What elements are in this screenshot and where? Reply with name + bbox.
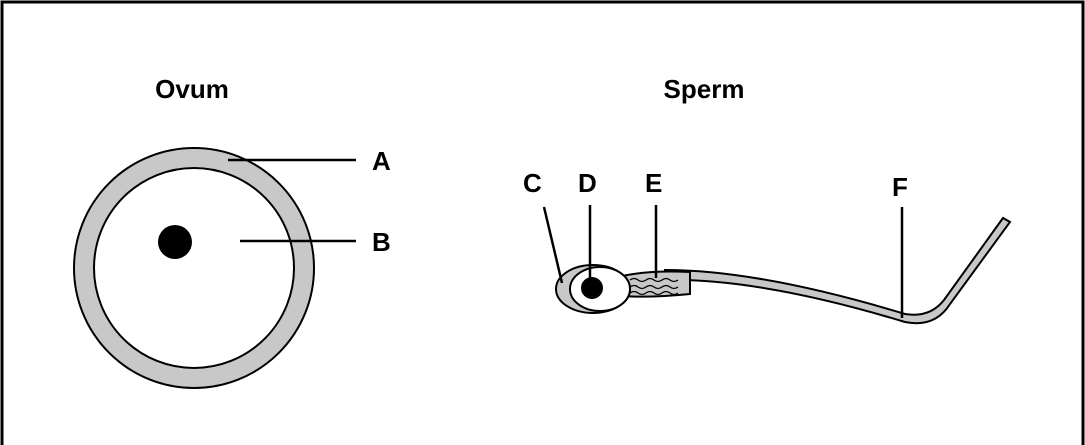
label-e: E bbox=[645, 168, 662, 198]
label-a: A bbox=[372, 146, 391, 176]
label-d: D bbox=[578, 168, 597, 198]
sperm-nucleus bbox=[581, 277, 603, 299]
pointer-line-c bbox=[544, 207, 562, 283]
label-c: C bbox=[523, 168, 542, 198]
label-b: B bbox=[372, 227, 391, 257]
ovum-title: Ovum bbox=[155, 74, 229, 104]
label-f: F bbox=[892, 172, 908, 202]
ovum-cytoplasm bbox=[94, 168, 294, 368]
sperm-title: Sperm bbox=[664, 74, 745, 104]
sperm-tail bbox=[665, 218, 1010, 323]
ovum-nucleus bbox=[158, 225, 192, 259]
